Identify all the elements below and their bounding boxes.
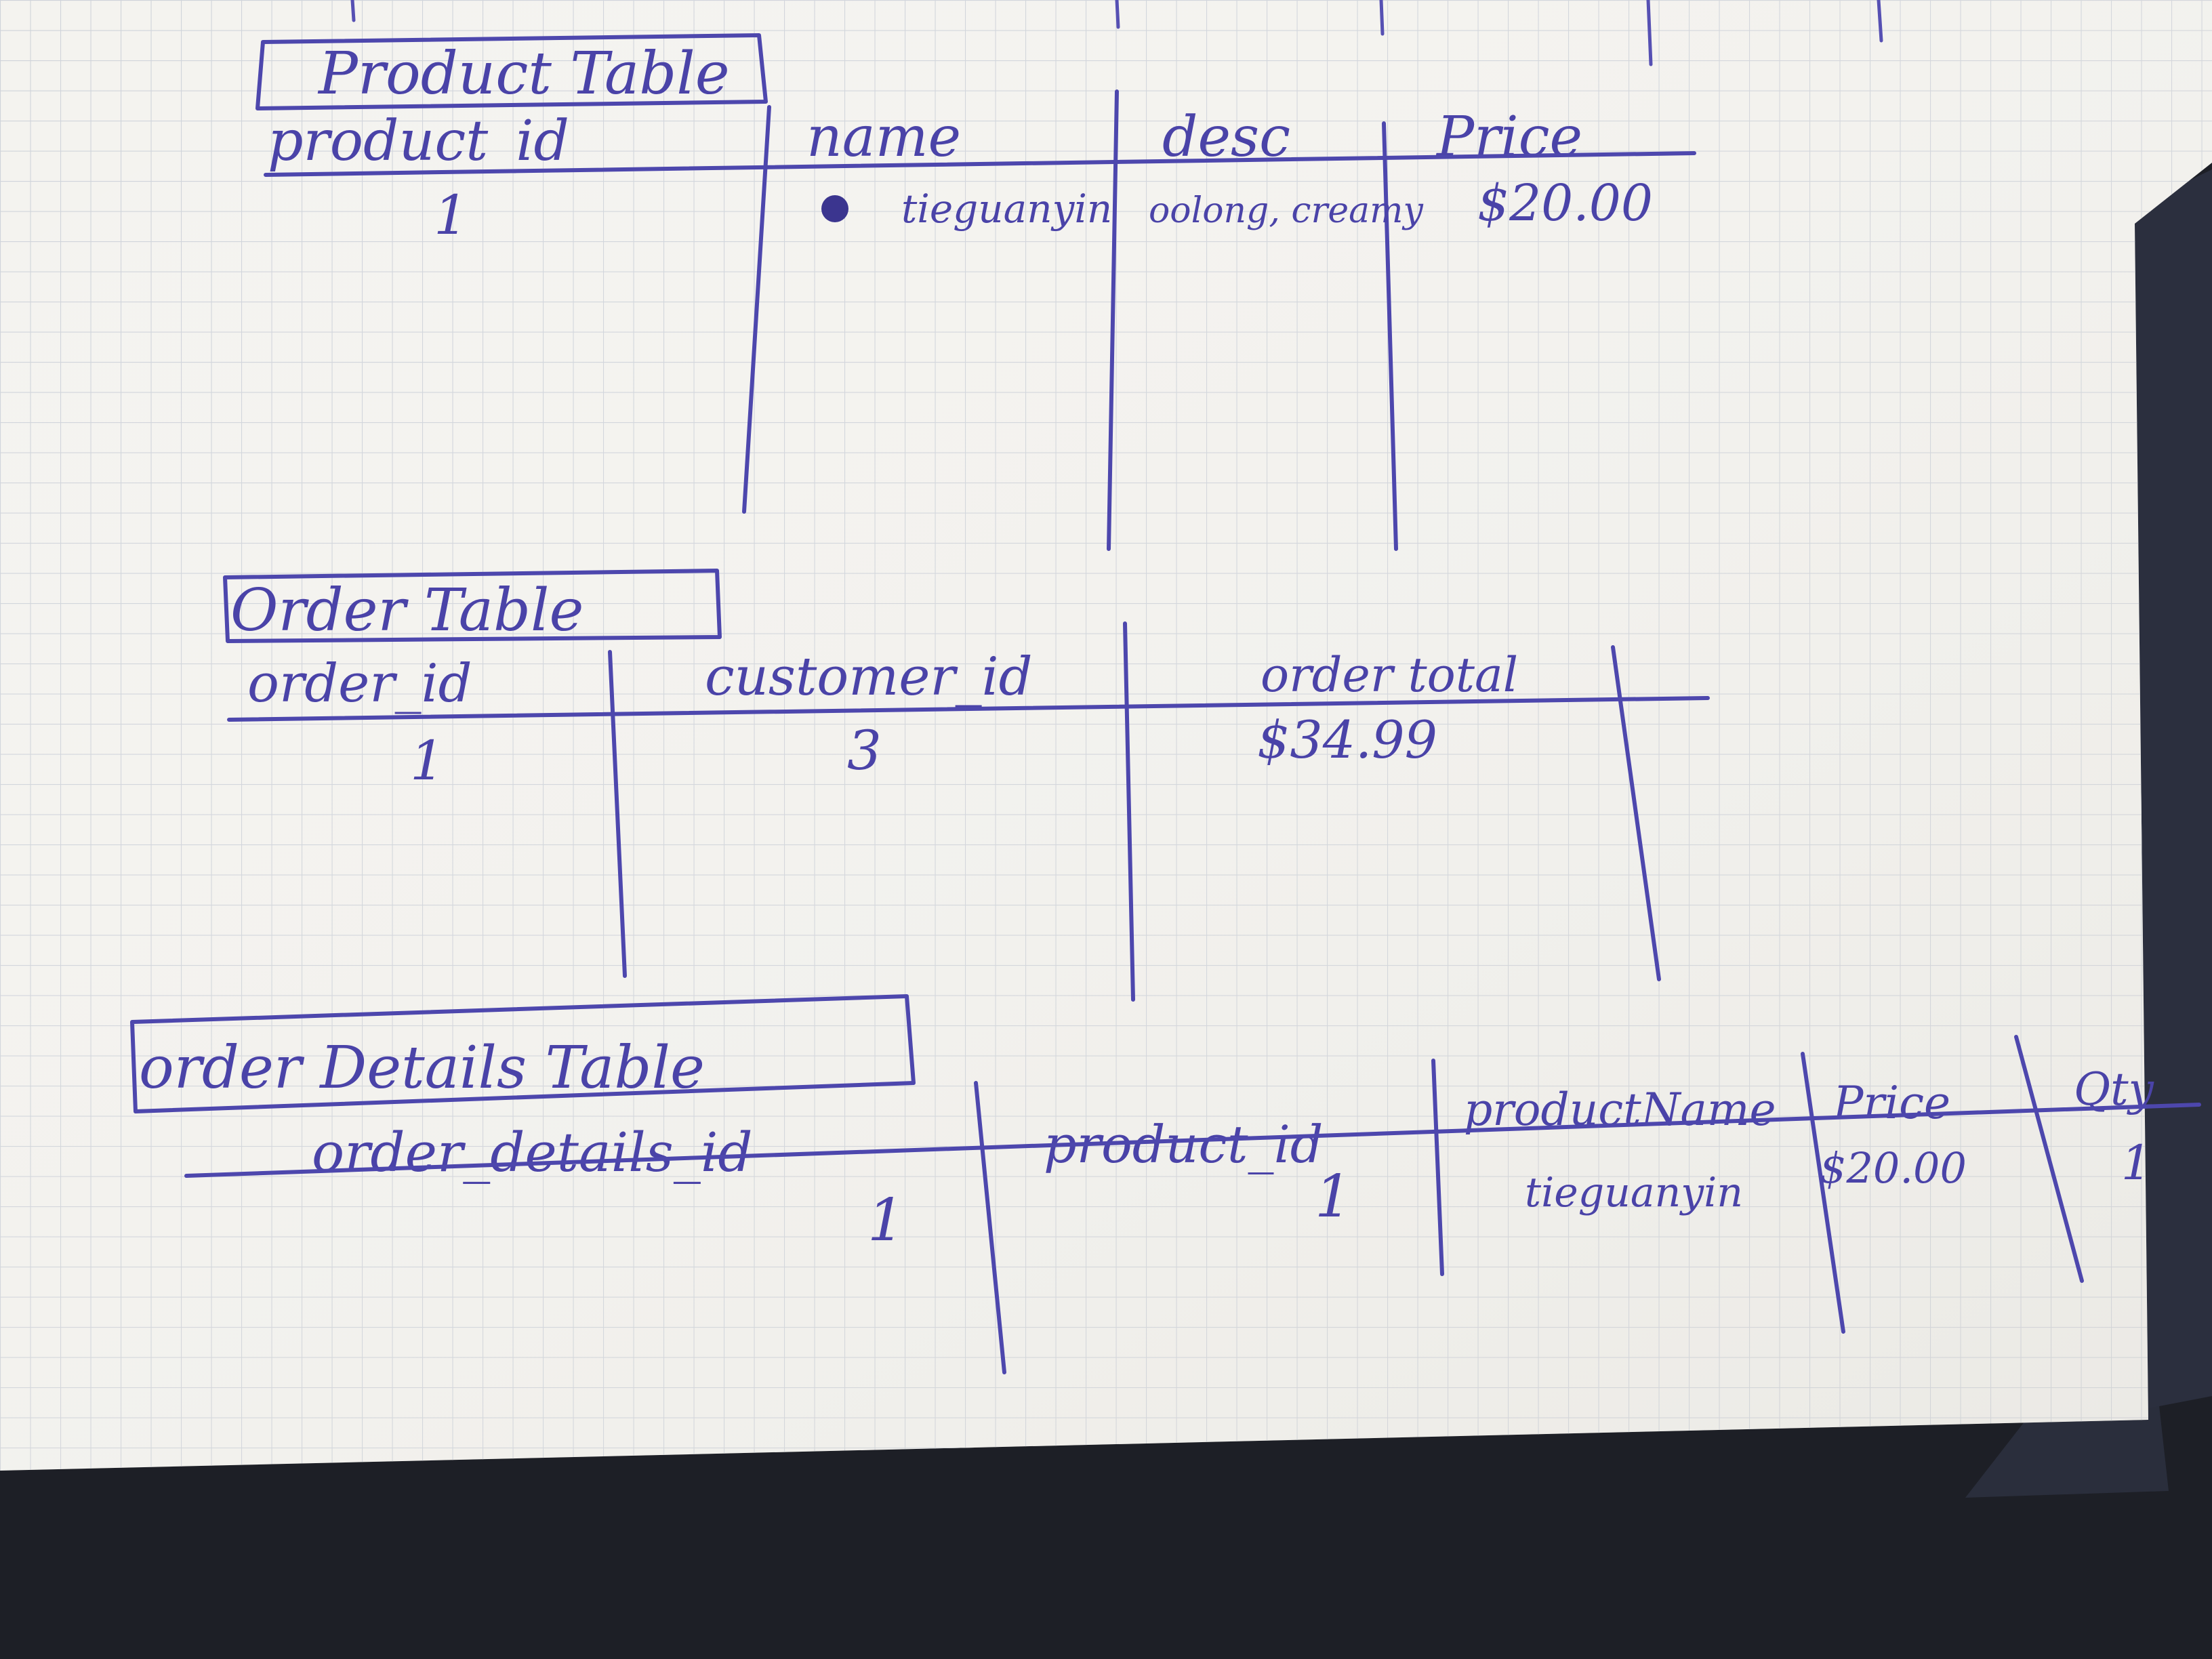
- price-value: $20.00: [1477, 174, 1653, 232]
- product-col-line-3: [1382, 121, 1398, 551]
- product-table-title-box: [255, 33, 768, 110]
- product-col-line-2: [1107, 89, 1119, 551]
- od-col-line-2: [1431, 1059, 1444, 1276]
- name-value: tieguanyin: [901, 186, 1112, 232]
- name-header: name: [806, 105, 961, 169]
- scribble-dot: [821, 195, 848, 222]
- od-col-line-1: [974, 1081, 1006, 1374]
- product-table: Product Table product_id name desc Price…: [255, 33, 1696, 551]
- order-table-title-box: [223, 569, 722, 643]
- order-table: Order Table order_id customer_id order t…: [223, 569, 1710, 1002]
- od-price-header: Price: [1832, 1077, 1950, 1129]
- od-price-value: $20.00: [1820, 1143, 1967, 1193]
- order-details-id-header: order_details_id: [312, 1121, 753, 1184]
- od-col-line-4: [2014, 1035, 2084, 1283]
- customer-id-header: customer_id: [705, 647, 1033, 708]
- top-edge-lines: [350, 0, 1883, 66]
- order-col-line-1: [608, 650, 627, 978]
- product-header-underline: [264, 151, 1696, 177]
- order-total-header: order total: [1261, 647, 1518, 703]
- order-col-line-3: [1611, 645, 1661, 981]
- price-header: Price: [1435, 105, 1582, 169]
- order-table-title: Order Table: [230, 577, 583, 644]
- order-col-line-2: [1123, 621, 1135, 1002]
- order-id-value: 1: [410, 729, 445, 792]
- order-details-id-value: 1: [867, 1187, 905, 1254]
- product-id-header: product_id: [268, 109, 569, 173]
- order-details-title: order Details Table: [139, 1034, 705, 1102]
- desc-value: oolong, creamy: [1149, 190, 1423, 231]
- customer-id-value: 3: [847, 719, 882, 782]
- order-details-header-underline: [184, 1103, 2201, 1178]
- od-product-id-value: 1: [1315, 1163, 1352, 1231]
- order-id-header: order_id: [247, 653, 472, 714]
- order-details-title-box: [130, 994, 916, 1113]
- product-id-value: 1: [434, 184, 468, 247]
- order-header-underline: [227, 696, 1710, 722]
- order-total-value: $34.99: [1257, 710, 1437, 770]
- graph-paper-sheet: [0, 0, 2212, 1471]
- od-col-line-3: [1801, 1052, 1845, 1334]
- order-details-table: order Details Table order_details_id pro…: [130, 994, 2201, 1374]
- od-qty-value: 1: [2121, 1135, 2152, 1191]
- product-table-title: Product Table: [317, 40, 730, 108]
- od-product-name-value: tieguanyin: [1525, 1169, 1743, 1216]
- product-col-line-1: [742, 105, 771, 514]
